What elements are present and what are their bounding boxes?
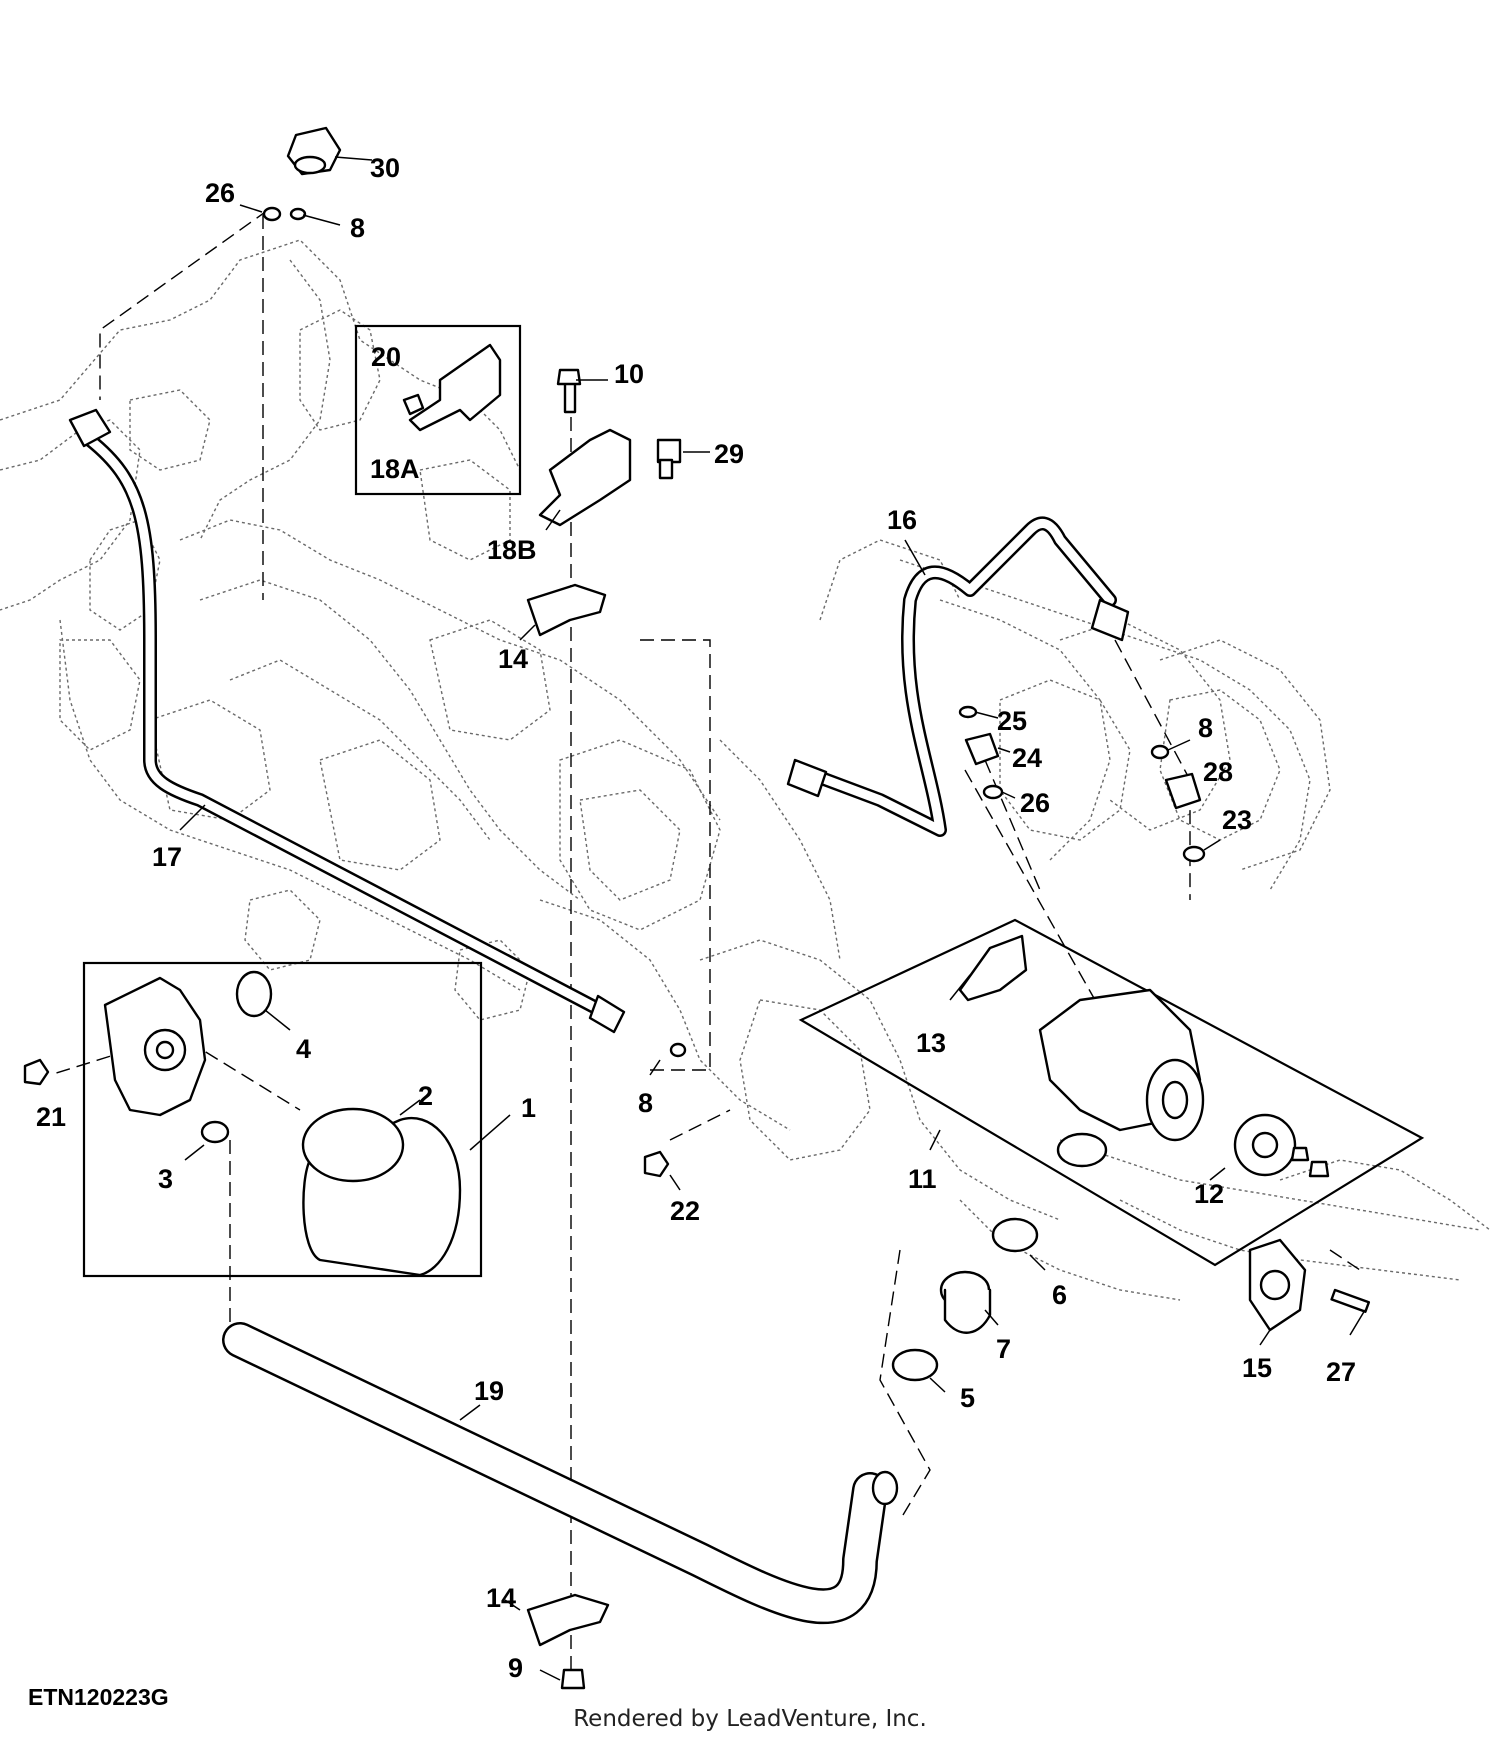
callout-3: 3: [158, 1164, 173, 1194]
callout-14-bottom: 14: [486, 1583, 516, 1613]
callout-12: 12: [1194, 1179, 1224, 1209]
assembly-dashed-lines: [49, 209, 1361, 1680]
callout-10: 10: [614, 359, 644, 389]
render-credit: Rendered by LeadVenture, Inc.: [573, 1706, 927, 1732]
part-15-gasket: [1248, 1238, 1371, 1332]
part-16-tube: [786, 516, 1130, 837]
inset-box-18a: [354, 324, 522, 496]
part-19-hose: [222, 1322, 899, 1625]
callout-20: 20: [371, 342, 401, 372]
part-14-clamps: [526, 583, 610, 1690]
callout-17: 17: [152, 842, 182, 872]
clamps-6-7-5: [891, 1217, 1039, 1382]
callout-21: 21: [36, 1102, 66, 1132]
inset-box-oil-filter: [82, 961, 483, 1278]
callout-29: 29: [714, 439, 744, 469]
callout-8-center: 8: [638, 1088, 653, 1118]
leader-lines: [179, 156, 1366, 1681]
callout-26-top: 26: [205, 178, 235, 208]
callout-1: 1: [521, 1093, 536, 1123]
callout-5: 5: [960, 1383, 975, 1413]
part-18a-bracket: [402, 343, 502, 432]
callout-2: 2: [418, 1081, 433, 1111]
starter-assembly: [958, 934, 1330, 1178]
callout-19: 19: [474, 1376, 504, 1406]
callout-11: 11: [908, 1164, 937, 1194]
callout-labels: 30 26 8 20 18A 10 29 18B 14 16 25 24 26 …: [36, 153, 1356, 1683]
callout-23: 23: [1222, 805, 1252, 835]
part-30-fitting: [262, 126, 342, 222]
callout-6: 6: [1052, 1280, 1067, 1310]
callout-14-top: 14: [498, 644, 528, 674]
figure-code: ETN120223G: [28, 1684, 169, 1710]
callout-27: 27: [1326, 1357, 1356, 1387]
callout-18a: 18A: [370, 454, 420, 484]
callout-4: 4: [296, 1034, 311, 1064]
callout-30: 30: [370, 153, 400, 183]
callout-7: 7: [996, 1334, 1011, 1364]
callout-16: 16: [887, 505, 917, 535]
callout-8-top: 8: [350, 213, 365, 243]
fittings-right: [958, 705, 1206, 863]
callout-18b: 18B: [487, 535, 537, 565]
inset-panel-starter: [798, 918, 1425, 1267]
callout-15: 15: [1242, 1353, 1272, 1383]
callout-22: 22: [670, 1196, 700, 1226]
part-18b-bracket: [538, 368, 682, 527]
part-17-tube: [68, 408, 626, 1034]
callout-25: 25: [997, 706, 1027, 736]
callout-26-right: 26: [1020, 788, 1050, 818]
callout-28: 28: [1203, 757, 1233, 787]
callout-9: 9: [508, 1653, 523, 1683]
part-22-bolt: [643, 1150, 670, 1178]
callout-8-right: 8: [1198, 713, 1213, 743]
oil-filter-assembly: [23, 970, 462, 1277]
callout-13: 13: [916, 1028, 946, 1058]
callout-24: 24: [1012, 743, 1042, 773]
part-8-oring-center: [669, 1042, 687, 1058]
